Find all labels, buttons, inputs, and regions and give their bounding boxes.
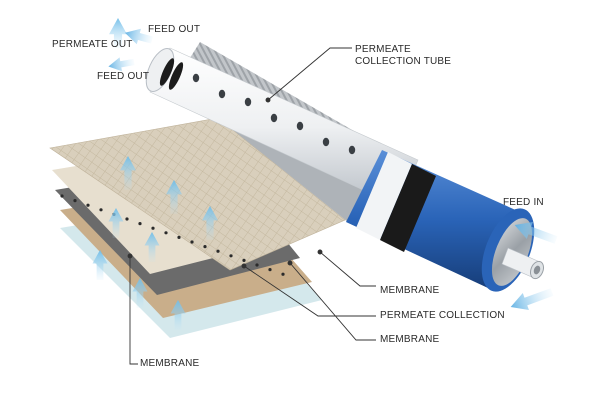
label-permeate-out: PERMEATE OUT: [52, 39, 133, 50]
label-feed-out-top: FEED OUT: [148, 24, 201, 35]
leader-lines: [127, 47, 376, 365]
collection-dot: [73, 199, 77, 203]
permeate-collection-dots: [60, 194, 285, 276]
label-permeate-collection: PERMEATE COLLECTION: [380, 310, 505, 321]
tube-holes: [192, 73, 356, 155]
label-feed-in: FEED IN: [503, 197, 544, 208]
arrow-up-icon: [132, 278, 148, 308]
arrow-up-icon: [92, 250, 108, 280]
tube-hole: [270, 113, 278, 123]
arrow-left-icon: [510, 288, 554, 310]
tube-hole: [348, 145, 356, 155]
collection-dot: [229, 254, 233, 258]
arrow-left-icon: [514, 222, 558, 244]
collection-dot: [216, 249, 220, 253]
membrane-sheet-top-mesh: [49, 117, 346, 271]
label-permeate-collection-tube-line2: COLLECTION TUBE: [355, 56, 452, 67]
arrow-up-icon: [170, 300, 186, 330]
arrow-up-icon: [108, 208, 124, 238]
arrow-up-icon: [109, 18, 127, 48]
collection-dot: [99, 208, 103, 212]
tube-hole: [322, 137, 330, 147]
label-membrane-1: MEMBRANE: [380, 285, 440, 296]
collection-dot: [177, 235, 181, 239]
collection-dot: [164, 231, 168, 235]
arrow-up-icon: [166, 180, 182, 214]
collection-dot: [138, 222, 142, 226]
o-ring-2: [168, 62, 184, 90]
collection-dot: [268, 268, 272, 272]
tube-hole: [192, 73, 200, 83]
collection-dot: [151, 226, 155, 230]
white-band: [356, 152, 412, 240]
membrane-cartridge: [346, 150, 545, 292]
tube-hole: [296, 121, 304, 131]
label-permeate-collection-tube: PERMEATE COLLECTION TUBE: [355, 44, 451, 68]
tube-hole: [218, 89, 226, 99]
arrow-up-icon: [202, 206, 218, 240]
label-permeate-collection-tube-line1: PERMEATE: [355, 44, 411, 55]
arrow-left-icon: [124, 28, 153, 45]
label-membrane-2: MEMBRANE: [380, 334, 440, 345]
collection-dot: [255, 263, 259, 267]
label-membrane-3: MEMBRANE: [140, 358, 200, 369]
collection-dot: [60, 194, 64, 198]
tube-hole: [244, 97, 252, 107]
o-ring-1: [159, 58, 175, 86]
flow-arrows: [92, 18, 558, 330]
collection-dot: [86, 203, 90, 207]
black-band: [380, 164, 436, 252]
collection-dot: [203, 245, 207, 249]
arrow-left-icon: [108, 57, 135, 72]
collection-dot: [125, 217, 129, 221]
collection-dot: [281, 272, 285, 276]
label-feed-out-bottom: FEED OUT: [97, 71, 150, 82]
collection-dot: [242, 258, 246, 262]
arrow-up-icon: [144, 232, 160, 262]
collection-dot: [190, 240, 194, 244]
leader-membrane-1: [243, 265, 376, 317]
arrow-up-icon: [120, 156, 136, 190]
